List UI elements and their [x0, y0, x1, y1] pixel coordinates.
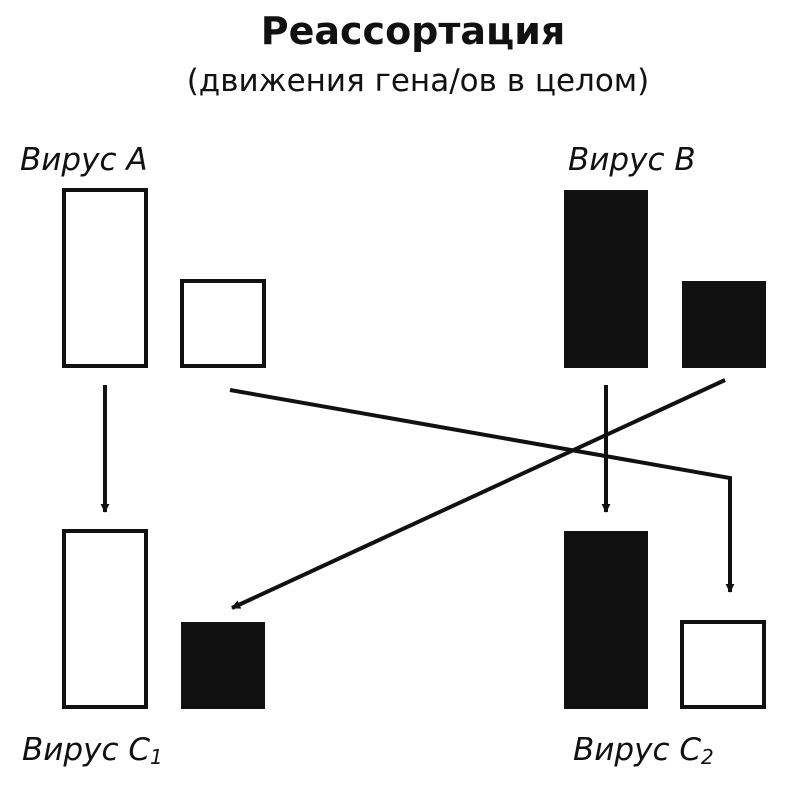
virus-c1-label-name: Вирус C	[22, 732, 150, 768]
virus-b-large-segment	[564, 190, 648, 368]
virus-b-small-segment	[682, 281, 766, 368]
virus-c2-large-segment	[564, 531, 648, 709]
virus-a-small-segment	[180, 279, 266, 368]
diagram-title: Реассортация	[261, 9, 565, 53]
virus-c2-label-subscript: 2	[701, 745, 714, 769]
arrow-b-small-to-c1	[231, 378, 726, 610]
diagram-subtitle: (движения гена/ов в целом)	[187, 63, 650, 99]
virus-c2-small-segment	[680, 620, 766, 709]
virus-c1-label: Вирус C1	[22, 732, 163, 769]
virus-b-label: Вирус B	[568, 142, 696, 178]
virus-a-large-segment	[62, 188, 148, 368]
virus-c2-label: Вирус C2	[573, 732, 714, 769]
arrow-a-small-to-c2	[229, 388, 735, 593]
virus-c1-large-segment	[62, 529, 148, 709]
virus-c1-label-subscript: 1	[150, 745, 163, 769]
virus-c1-small-segment	[181, 622, 265, 709]
virus-c2-label-name: Вирус C	[573, 732, 701, 768]
virus-a-label: Вирус A	[20, 142, 148, 178]
